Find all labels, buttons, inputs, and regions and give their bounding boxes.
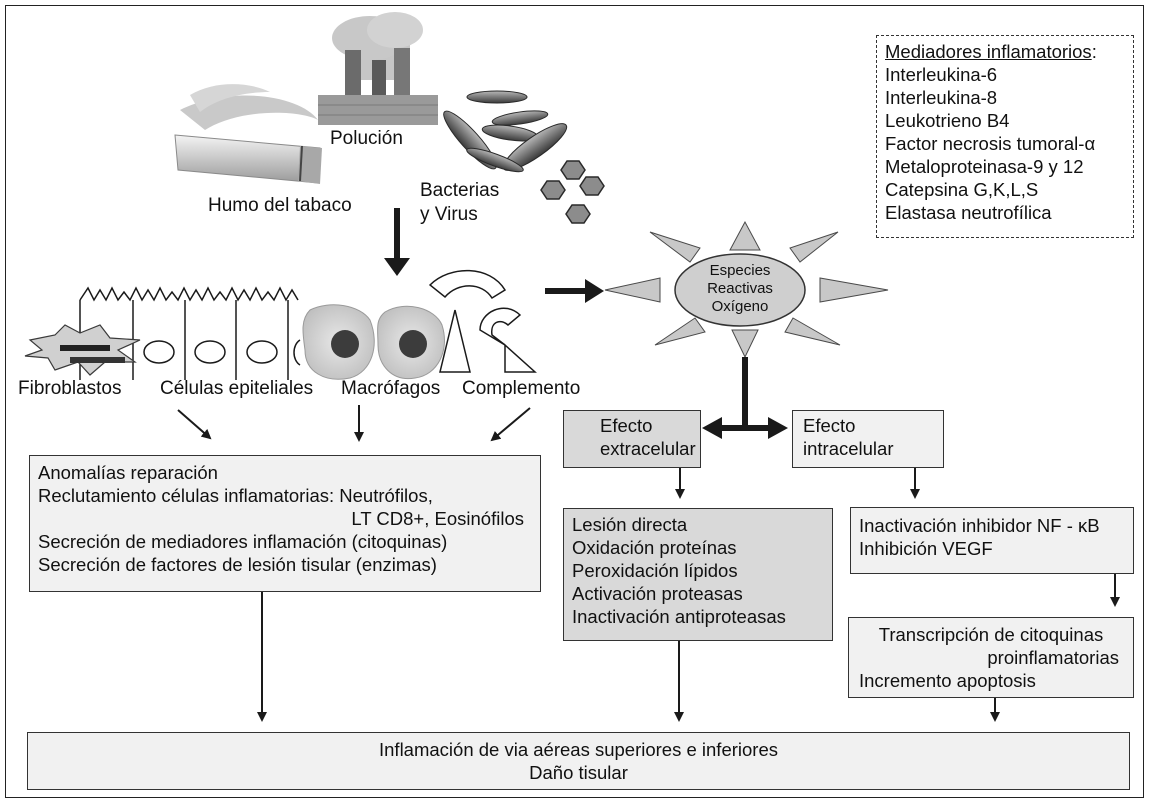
ros-label: Especies Reactivas Oxígeno [707,262,773,315]
intracellular-result-box: Inactivación inhibidor NF - κB Inhibició… [850,507,1134,574]
extracellular-effect-box: Efecto extracelular [563,410,701,468]
virus-icon [540,160,605,224]
mediator-item: Interleukina-8 [885,87,998,108]
macrophage-icon [302,304,445,380]
factory-icon [318,12,438,125]
label-epithelial: Células epiteliales [160,378,314,399]
cigarette-icon [174,84,322,184]
label-bacteria-2: y Virus [420,204,478,225]
fibroblast-icon [24,324,141,376]
label-tobacco: Humo del tabaco [208,195,352,216]
mediators-title: Mediadores inflamatorios [885,41,1092,62]
complement-icon [428,269,537,373]
arrow-complement [490,407,531,442]
label-complement: Complemento [462,378,581,399]
diagram-frame [5,5,1144,798]
label-pollution: Polución [330,128,403,149]
bacteria-icon [443,90,568,173]
epithelium-illustration [79,286,301,380]
ros-burst [604,220,889,359]
mediator-item: Elastasa neutrofílica [885,202,1052,223]
mediator-item: Metaloproteinasa-9 y 12 [885,156,1084,177]
label-fibroblasts: Fibroblastos [18,378,122,399]
mediators-box: Mediadores inflamatorios: Interleukina-6… [876,35,1134,238]
extracellular-damage-box: Lesión directa Oxidación proteínas Perox… [563,508,833,641]
label-bacteria-1: Bacterias [420,180,500,201]
inflammatory-response-box: Anomalías reparación Reclutamiento célul… [29,455,541,592]
label-macrophages: Macrófagos [341,378,441,399]
mediator-item: Factor necrosis tumoral-α [885,133,1096,154]
transcription-box: Transcripción de citoquinas proinflamato… [848,617,1134,698]
mediator-item: Interleukina-6 [885,64,998,85]
outcome-box: Inflamación de via aéreas superiores e i… [27,732,1130,790]
mediator-item: Leukotrieno B4 [885,110,1010,131]
mediator-item: Catepsina G,K,L,S [885,179,1039,200]
intracellular-effect-box: Efecto intracelular [792,410,944,468]
arrow-fibro-epi [177,409,212,440]
